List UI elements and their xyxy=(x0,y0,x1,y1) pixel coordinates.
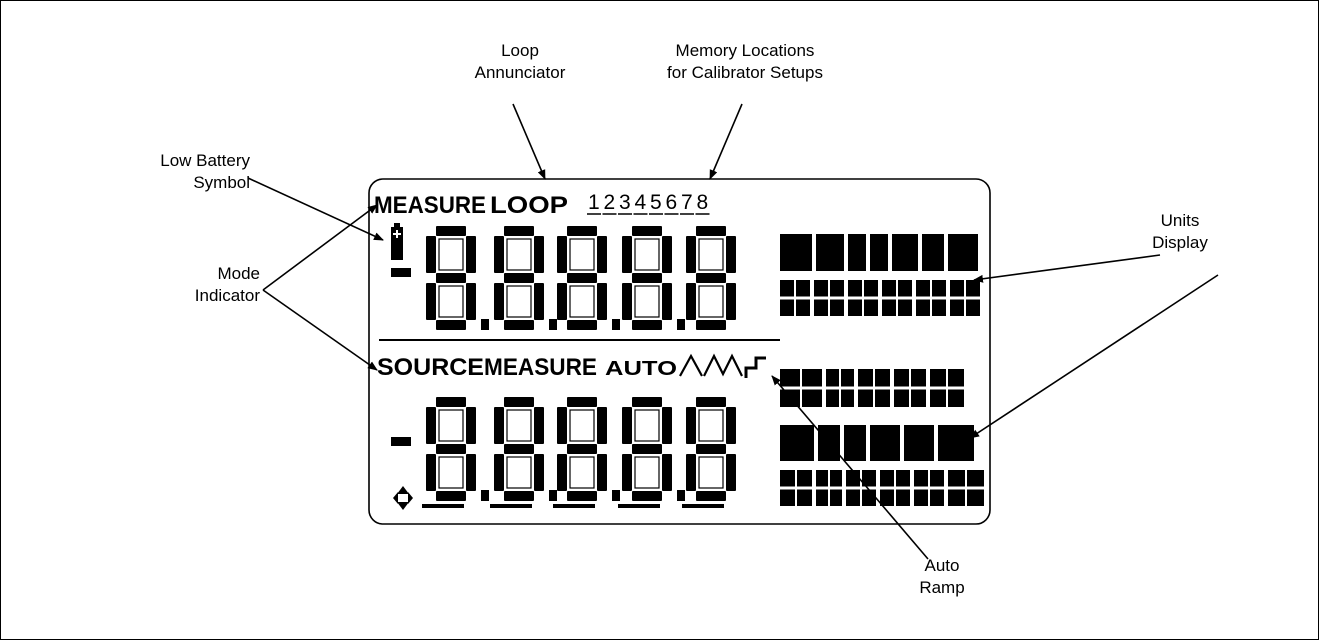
cursor-underline xyxy=(490,504,532,508)
memory-digit-6: 6 xyxy=(666,191,678,214)
label-line: Low Battery xyxy=(160,151,250,170)
mode-arrow-top xyxy=(262,204,378,291)
mode-measure-bottom: MEASURE xyxy=(484,354,597,381)
decimal-point xyxy=(677,319,685,330)
seven-segment-digit xyxy=(426,226,476,330)
label-line: Display xyxy=(1152,233,1208,252)
seven-segment-digit xyxy=(686,226,736,330)
seven-segment-digit xyxy=(686,397,736,501)
mode-measure-top: MEASURE xyxy=(374,192,486,219)
loop-annunciator-label: Loop Annunciator xyxy=(470,40,570,84)
units-arrow-top xyxy=(973,254,1161,283)
label-line: Auto xyxy=(924,556,960,575)
units-arrow-bottom xyxy=(969,274,1219,439)
label-line: Mode xyxy=(217,264,260,283)
minus-sign-top xyxy=(391,268,411,277)
memory-digit-1: 1 xyxy=(588,191,600,214)
ramp-double-icon xyxy=(703,353,743,377)
low-battery-icon xyxy=(391,223,403,260)
label-line: Annunciator xyxy=(474,63,566,82)
minus-sign-bottom xyxy=(391,437,411,446)
label-line: Loop xyxy=(501,41,539,60)
memory-digit-8: 8 xyxy=(697,191,709,214)
seven-segment-digit xyxy=(557,397,607,501)
label-line: for Calibrator Setups xyxy=(667,63,823,82)
memory-digit-4: 4 xyxy=(635,191,647,214)
seven-segment-digit xyxy=(622,397,672,501)
seven-segment-digit xyxy=(494,397,544,501)
memory-digit-5: 5 xyxy=(650,191,662,214)
seven-segment-digit xyxy=(494,226,544,330)
up-down-arrow-icon xyxy=(393,486,413,510)
mode-source: SOURCE xyxy=(377,354,484,381)
auto-ramp-label: Auto Ramp xyxy=(912,555,972,599)
lcd-panel xyxy=(368,178,991,525)
cursor-underline xyxy=(553,504,595,508)
memory-digit-3: 3 xyxy=(619,191,631,214)
ramp-step-icon xyxy=(744,356,766,378)
auto-ramp-arrow xyxy=(771,375,929,560)
cursor-underline xyxy=(618,504,660,508)
low-battery-label: Low Battery Symbol xyxy=(100,150,250,194)
callout-arrows xyxy=(247,103,1219,560)
seven-segment-digit xyxy=(622,226,672,330)
loop-arrow xyxy=(512,103,546,180)
decimal-point xyxy=(481,490,489,501)
battery-arrow xyxy=(247,177,384,241)
auto-label: AUTO xyxy=(605,358,677,380)
seven-segment-digit xyxy=(557,226,607,330)
loop-annunciator: LOOP xyxy=(490,192,568,219)
label-line: Ramp xyxy=(919,578,965,597)
memory-digit-2: 2 xyxy=(604,191,616,214)
decimal-point xyxy=(612,319,620,330)
mode-arrow-bottom xyxy=(262,289,378,371)
decimal-point xyxy=(549,319,557,330)
memory-arrow xyxy=(709,103,743,180)
memory-locations-label: Memory Locations for Calibrator Setups xyxy=(640,40,850,84)
ramp-triangle-icon xyxy=(679,353,703,377)
label-line: Indicator xyxy=(194,286,260,305)
decimal-point xyxy=(549,490,557,501)
label-line: Symbol xyxy=(193,173,250,192)
primary-digits xyxy=(426,226,736,330)
secondary-digits xyxy=(426,397,736,501)
cursor-underline xyxy=(422,504,464,508)
units-display xyxy=(780,234,984,506)
units-display-label: Units Display xyxy=(1140,210,1220,254)
label-line: Units xyxy=(1160,211,1200,230)
digit-cursors xyxy=(422,504,724,508)
mode-indicator-label: Mode Indicator xyxy=(150,263,260,307)
label-line: Memory Locations xyxy=(675,41,815,60)
seven-segment-digit xyxy=(426,397,476,501)
memory-digit-7: 7 xyxy=(681,191,693,214)
decimal-point xyxy=(481,319,489,330)
decimal-point xyxy=(612,490,620,501)
cursor-underline xyxy=(682,504,724,508)
decimal-point xyxy=(677,490,685,501)
